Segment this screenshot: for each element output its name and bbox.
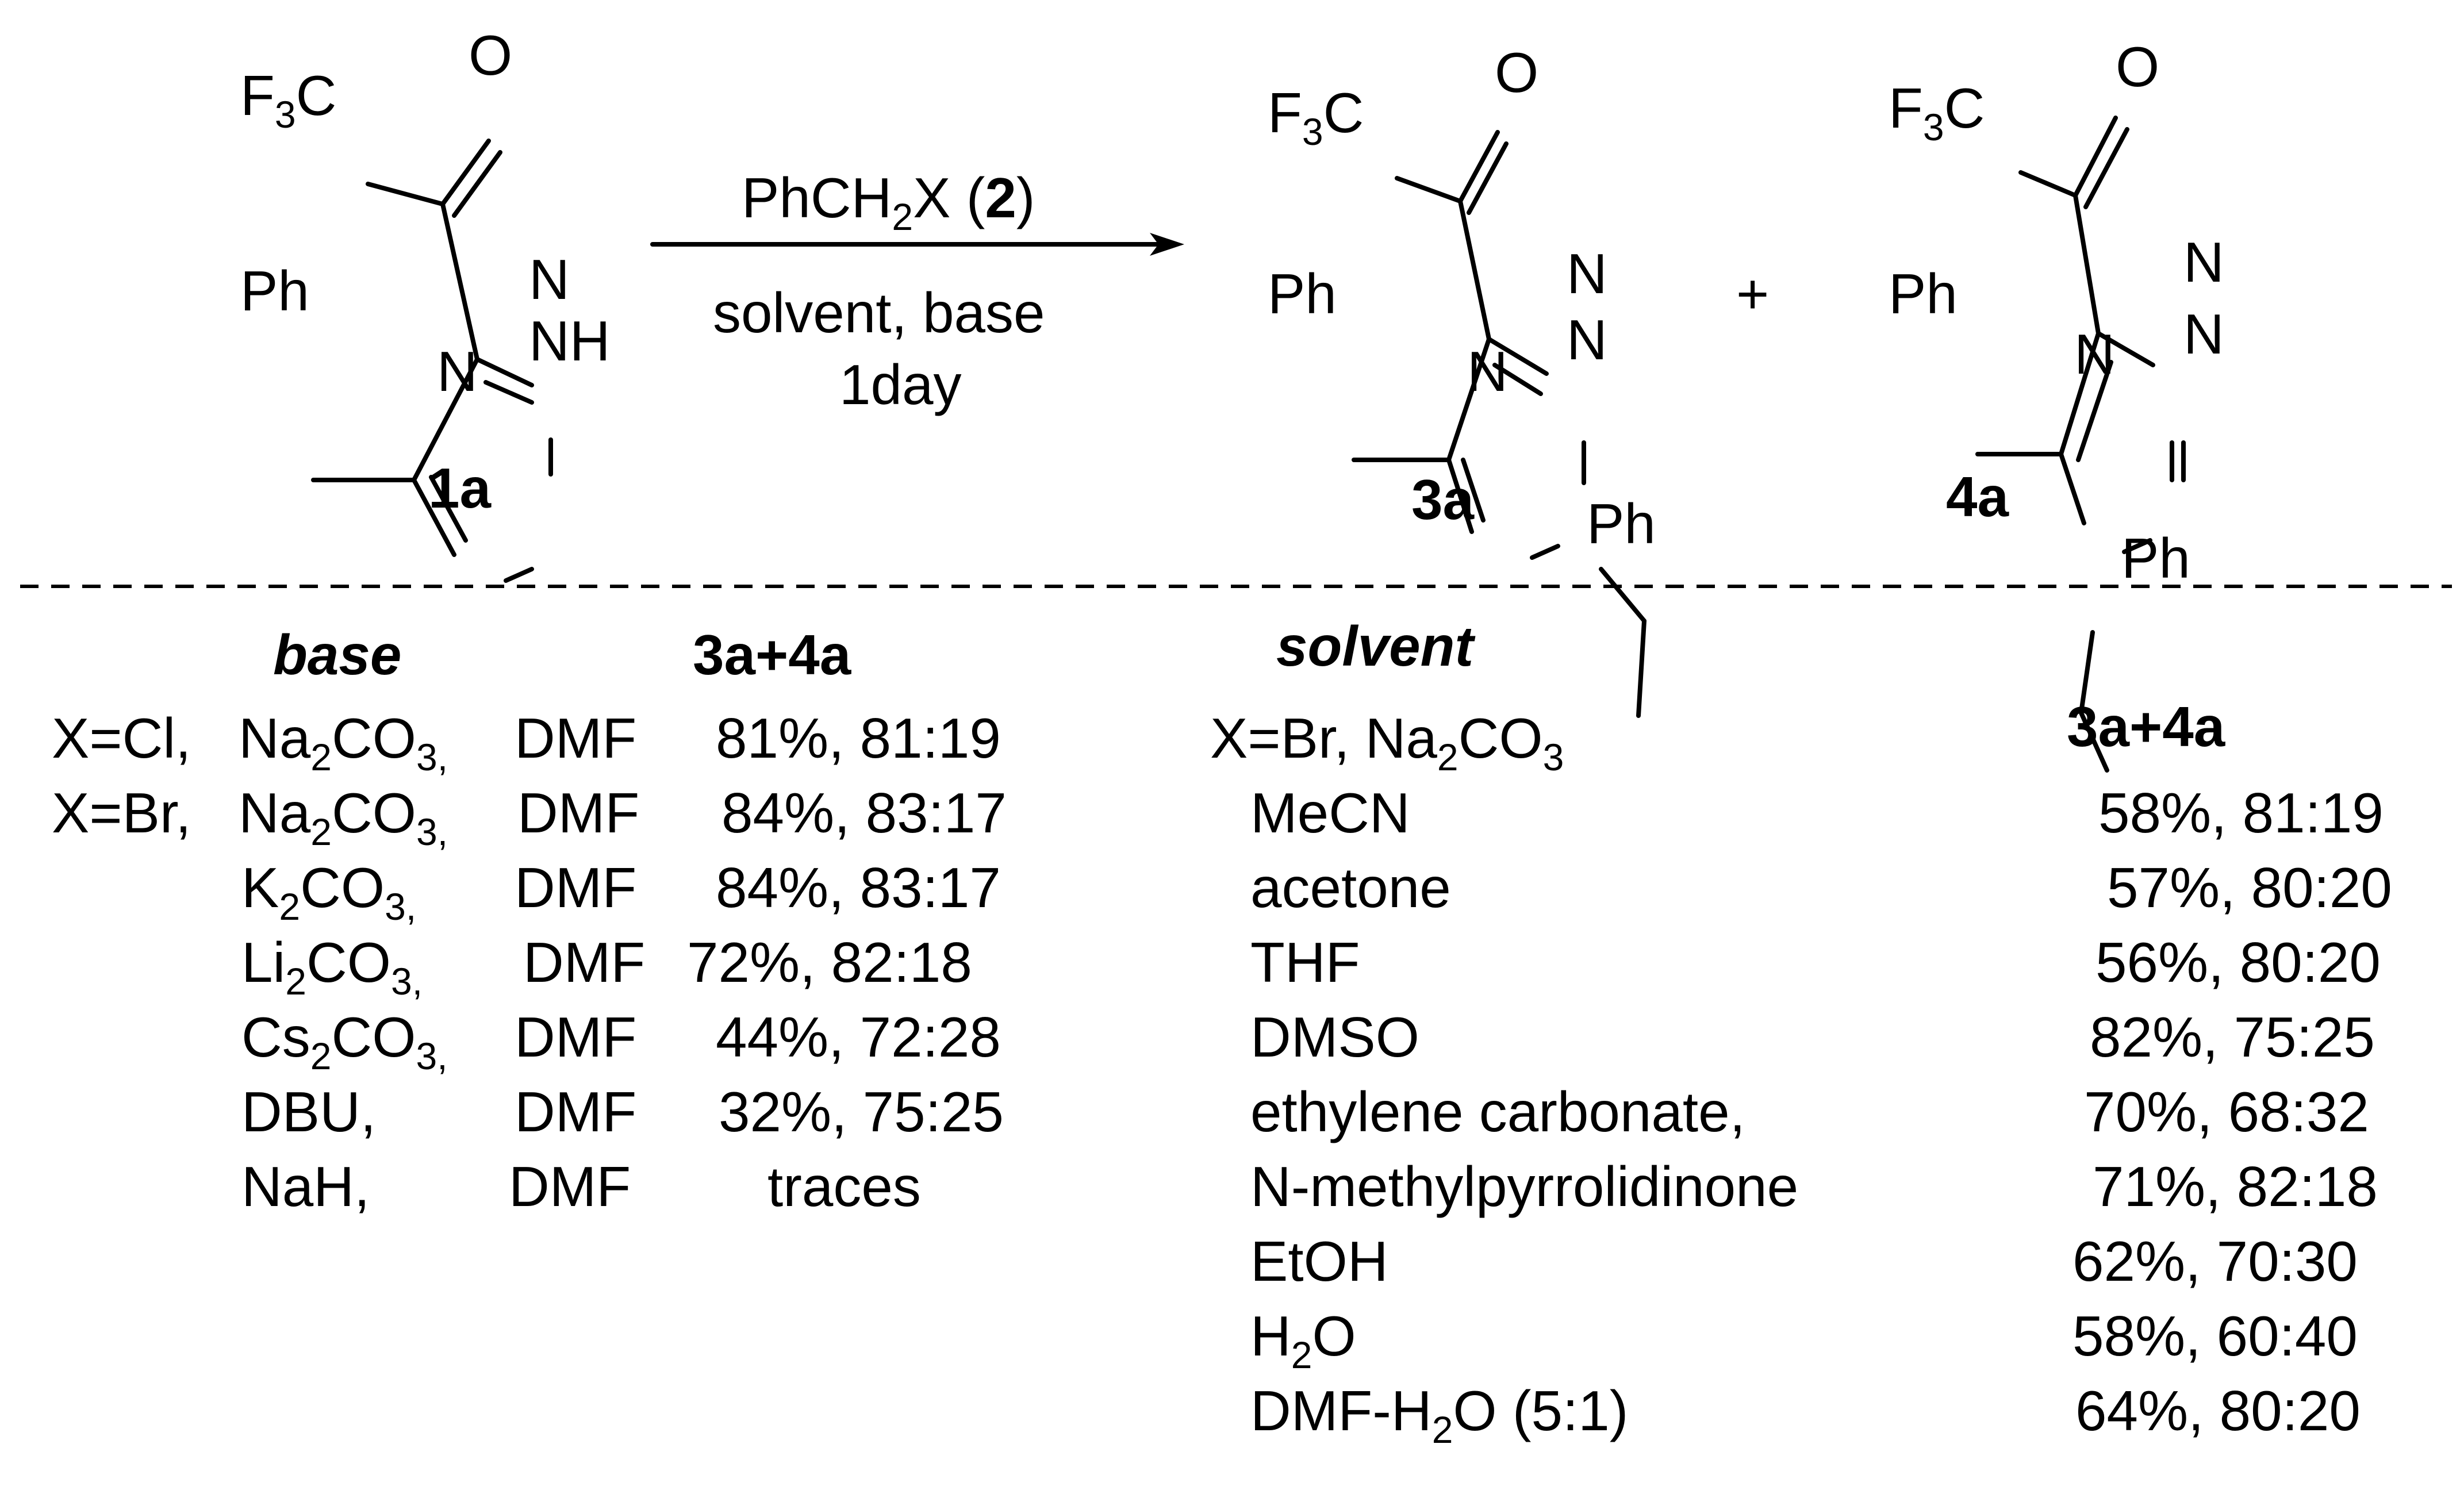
solvent-result: 58%, 81:19 — [2098, 781, 2384, 844]
svg-text:Ph: Ph — [1268, 262, 1337, 325]
row-solvent: DMF — [515, 706, 637, 770]
compound-4a-structure — [1975, 116, 2186, 773]
svg-text:N: N — [1567, 242, 1607, 305]
row-base: Na2CO3, — [239, 781, 448, 853]
svg-text:Ph: Ph — [1587, 492, 1656, 555]
solvent-result: 70%, 68:32 — [2084, 1080, 2369, 1143]
svg-text:F3C: F3C — [1268, 81, 1364, 153]
compound-1a-structure — [311, 139, 553, 583]
solvent-name: DMF-H2O (5:1) — [1250, 1379, 1629, 1451]
row-solvent: DMF — [517, 781, 640, 844]
row-base: K2CO3, — [241, 856, 417, 928]
solvent-name: H2O — [1250, 1304, 1356, 1376]
solvent-name: DMSO — [1250, 1005, 1419, 1069]
row-x: X=Cl, — [52, 706, 191, 770]
reaction-arrow-head — [1150, 233, 1184, 256]
row-result: traces — [767, 1155, 921, 1218]
solvent-result: 71%, 82:18 — [2093, 1155, 2378, 1218]
row-solvent: DMF — [515, 856, 637, 919]
svg-text:O: O — [1495, 41, 1538, 104]
reagent-label: PhCH2X (2) — [742, 166, 1035, 238]
svg-text:N: N — [2183, 231, 2224, 294]
solvent-header: solvent — [1276, 615, 1474, 678]
row-solvent: DMF — [523, 931, 646, 994]
svg-text:O: O — [2116, 35, 2159, 98]
row-solvent: DMF — [509, 1155, 631, 1218]
base-yield-header: 3a+4a — [693, 623, 851, 686]
svg-text:N: N — [1567, 308, 1607, 371]
base-header: base — [273, 623, 402, 686]
solvent-name: acetone — [1250, 856, 1451, 919]
svg-text:F3C: F3C — [240, 64, 336, 136]
svg-text:N: N — [437, 340, 478, 403]
solvent-name: EtOH — [1250, 1230, 1388, 1293]
solvent-result: 57%, 80:20 — [2107, 856, 2392, 919]
solvent-yield-header: 3a+4a — [2067, 695, 2225, 758]
compound-3a-structure — [1352, 130, 1646, 718]
row-base: Li2CO3, — [241, 931, 423, 1003]
svg-text:N: N — [2074, 322, 2115, 386]
svg-text:+: + — [1736, 262, 1769, 325]
solvent-name: MeCN — [1250, 781, 1410, 844]
svg-text:Ph: Ph — [2121, 527, 2190, 590]
solvent-result: 64%, 80:20 — [2075, 1379, 2361, 1442]
compound-label-4a: 4a — [1946, 465, 2009, 528]
row-base: Na2CO3, — [239, 706, 448, 778]
compound-label-3a: 3a — [1411, 468, 1475, 531]
conditions-line1: solvent, base — [713, 281, 1045, 344]
svg-text:N: N — [529, 248, 570, 311]
row-base: DBU, — [241, 1080, 377, 1143]
svg-text:F3C: F3C — [1889, 76, 1985, 148]
svg-text:Ph: Ph — [240, 259, 309, 322]
compound-label-1a: 1a — [428, 456, 492, 520]
row-solvent: DMF — [515, 1005, 637, 1069]
solvent-result: 62%, 70:30 — [2072, 1230, 2358, 1293]
row-result: 72%, 82:18 — [687, 931, 972, 994]
row-base: Cs2CO3, — [241, 1005, 448, 1077]
row-result: 81%, 81:19 — [716, 706, 1001, 770]
solvent-name: N-methylpyrrolidinone — [1250, 1155, 1799, 1218]
conditions-line2: 1day — [839, 353, 962, 416]
row-result: 44%, 72:28 — [716, 1005, 1001, 1069]
solvent-name: ethylene carbonate, — [1250, 1080, 1745, 1143]
svg-text:Ph: Ph — [1889, 262, 1958, 325]
solvent-condition: X=Br, Na2CO3 — [1210, 706, 1564, 778]
solvent-result: 82%, 75:25 — [2090, 1005, 2375, 1069]
row-result: 84%, 83:17 — [721, 781, 1007, 844]
solvent-result: 58%, 60:40 — [2072, 1304, 2358, 1368]
row-solvent: DMF — [515, 1080, 637, 1143]
solvent-result: 56%, 80:20 — [2095, 931, 2381, 994]
svg-text:NH: NH — [529, 309, 611, 373]
row-x: X=Br, — [52, 781, 191, 844]
row-result: 32%, 75:25 — [719, 1080, 1004, 1143]
svg-text:O: O — [469, 24, 512, 87]
svg-text:N: N — [1467, 340, 1508, 403]
solvent-name: THF — [1250, 931, 1360, 994]
svg-text:N: N — [2183, 302, 2224, 366]
row-result: 84%, 83:17 — [716, 856, 1001, 919]
row-base: NaH, — [241, 1155, 370, 1218]
